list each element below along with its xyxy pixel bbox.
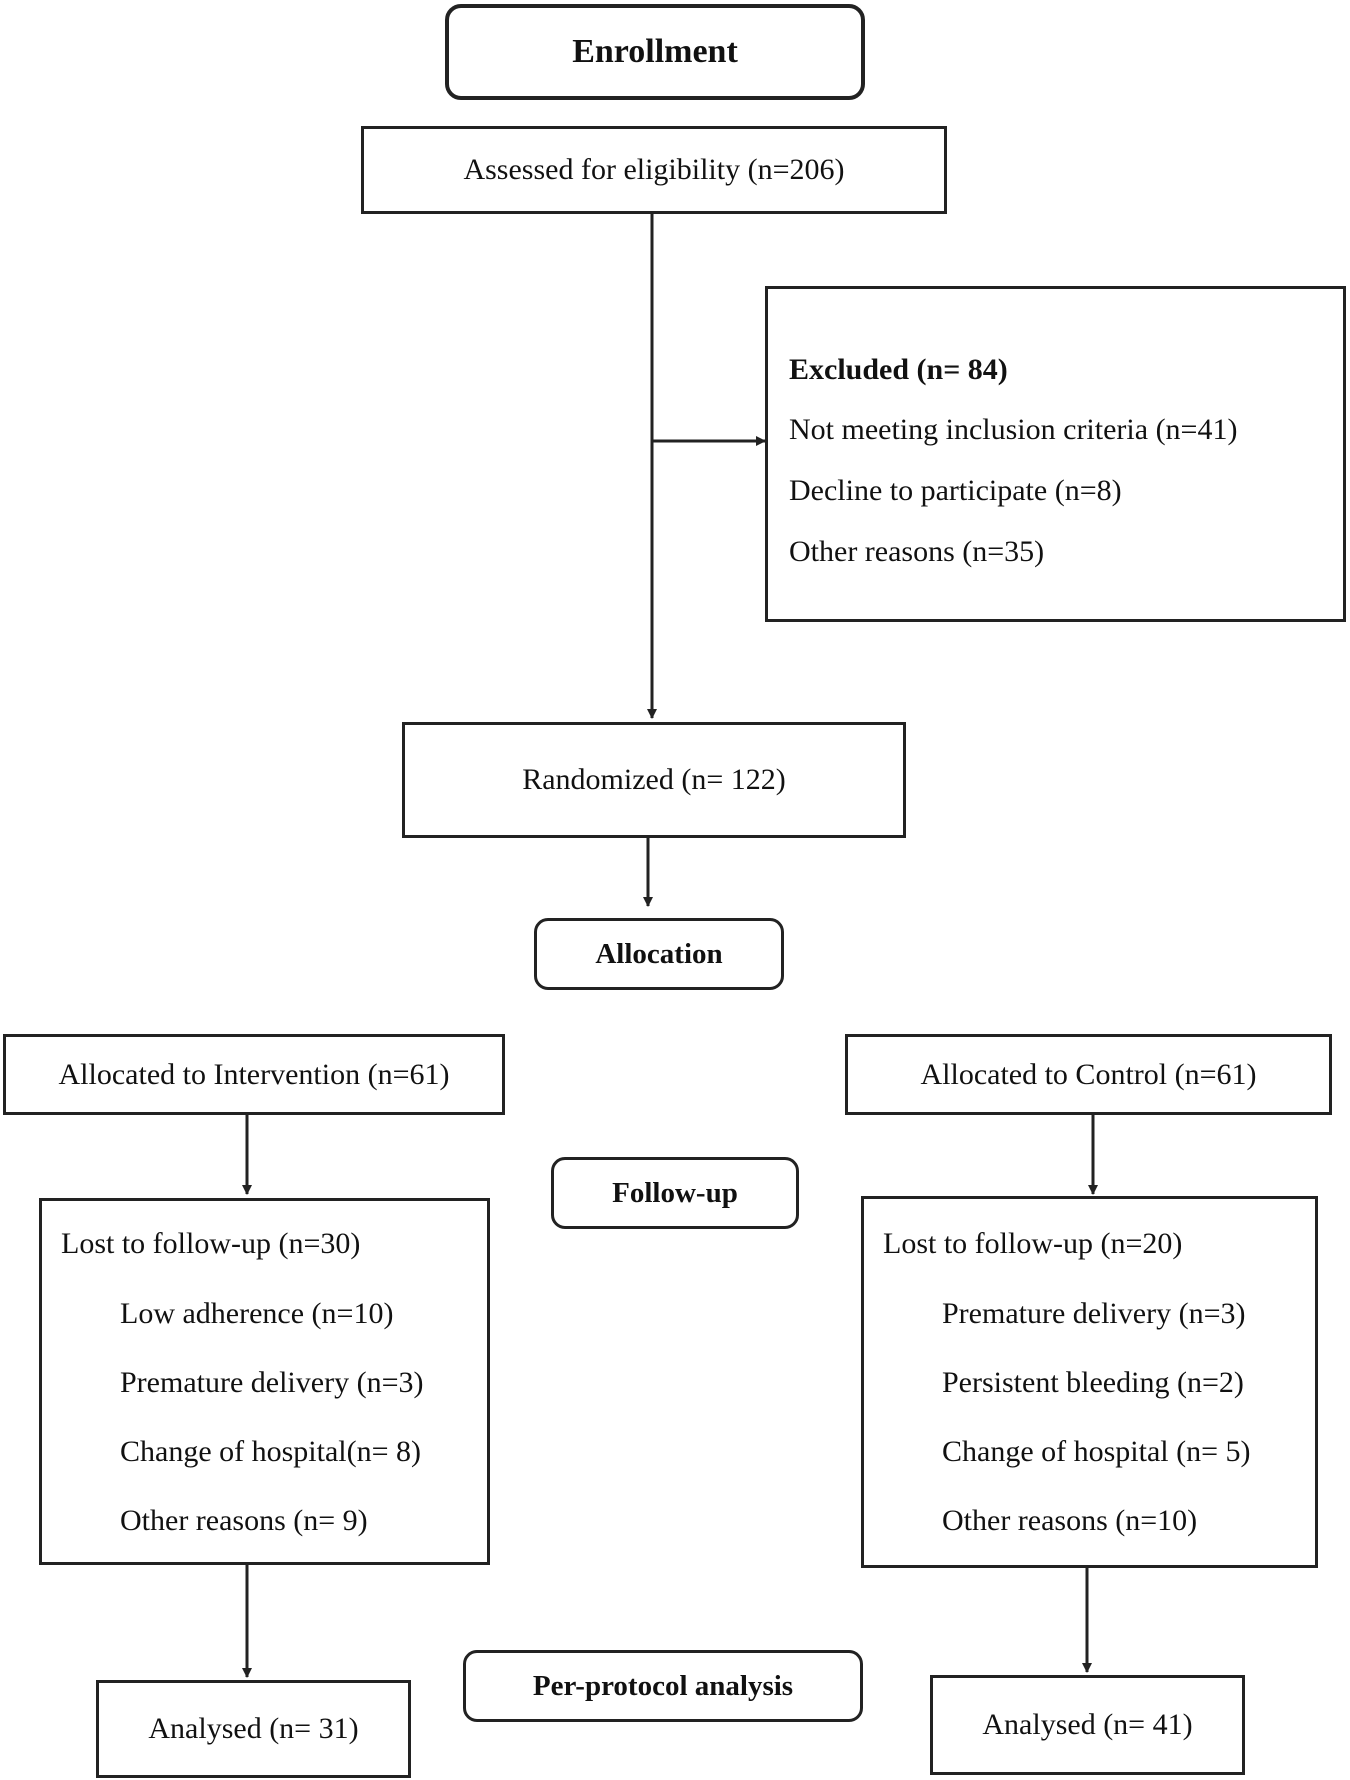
allocated-control-box: Allocated to Control (n=61) [845, 1034, 1332, 1115]
excluded-reason: Not meeting inclusion criteria (n=41) [789, 413, 1238, 446]
lost-reason: Premature delivery (n=3) [120, 1366, 424, 1399]
allocated-intervention-box: Allocated to Intervention (n=61) [3, 1034, 505, 1115]
excluded-box: Excluded (n= 84) Not meeting inclusion c… [765, 286, 1346, 622]
lost-reason: Change of hospital(n= 8) [120, 1435, 422, 1468]
lost-to-followup-title: Lost to follow-up (n=20) [883, 1227, 1183, 1260]
allocation-stage-label: Allocation [534, 918, 784, 990]
control-lost-to-followup-box: Lost to follow-up (n=20) Premature deliv… [861, 1196, 1318, 1568]
lost-to-followup-title: Lost to follow-up (n=30) [61, 1227, 361, 1260]
excluded-reason: Decline to participate (n=8) [789, 474, 1122, 507]
intervention-lost-to-followup-box: Lost to follow-up (n=30) Low adherence (… [39, 1198, 490, 1565]
lost-reason: Persistent bleeding (n=2) [942, 1366, 1244, 1399]
analysis-stage-label: Per-protocol analysis [463, 1650, 863, 1722]
followup-stage-label: Follow-up [551, 1157, 799, 1229]
excluded-title: Excluded (n= 84) [789, 353, 1008, 386]
lost-reason: Low adherence (n=10) [120, 1297, 394, 1330]
lost-reason: Change of hospital (n= 5) [942, 1435, 1251, 1468]
lost-reason: Other reasons (n=10) [942, 1504, 1198, 1537]
randomized-box: Randomized (n= 122) [402, 722, 906, 838]
intervention-analysed-box: Analysed (n= 31) [96, 1680, 411, 1778]
excluded-reason: Other reasons (n=35) [789, 535, 1045, 568]
control-analysed-box: Analysed (n= 41) [930, 1675, 1245, 1775]
lost-reason: Other reasons (n= 9) [120, 1504, 368, 1537]
lost-reason: Premature delivery (n=3) [942, 1297, 1246, 1330]
assessed-for-eligibility-box: Assessed for eligibility (n=206) [361, 126, 947, 214]
enrollment-stage-label: Enrollment [445, 4, 865, 100]
